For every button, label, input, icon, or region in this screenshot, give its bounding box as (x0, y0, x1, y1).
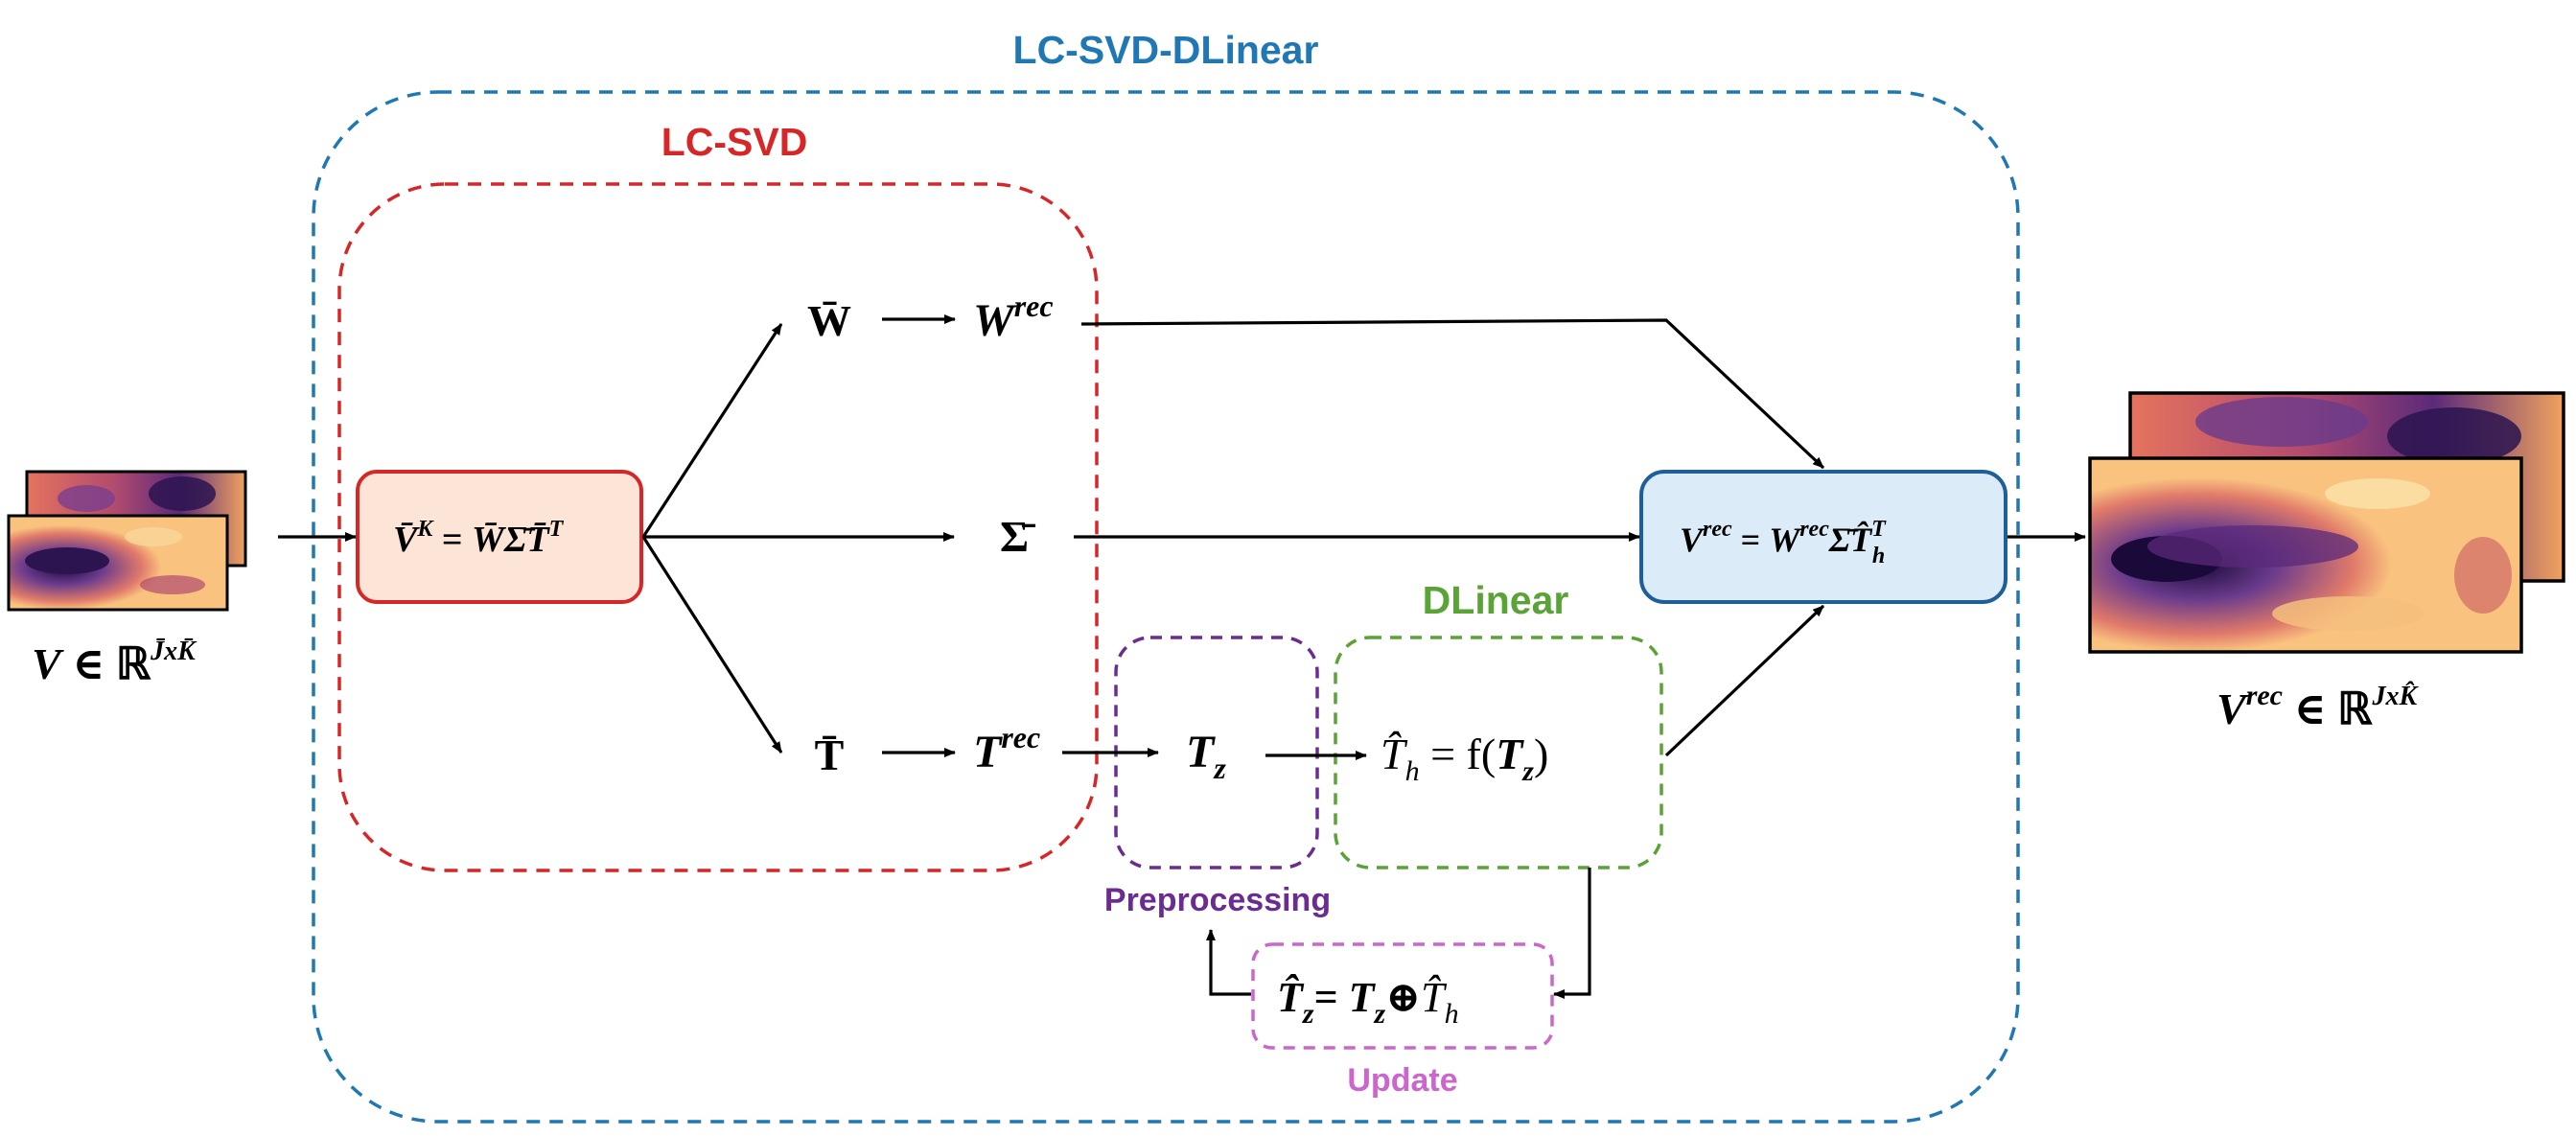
update-boundary (1251, 942, 1554, 1050)
lc-svd-boundary (337, 182, 1099, 872)
connector-arrows (278, 314, 2086, 999)
lc-svd-dlinear-boundary (312, 90, 2020, 1124)
output-set-label: Vrec ∈ ℝJxK̂ (2216, 680, 2419, 733)
w-bar-label: W̄ (807, 296, 851, 345)
preprocessing-label: Preprocessing (1104, 882, 1331, 918)
t-z-label: Tz (1186, 727, 1226, 785)
decomposition-box (356, 470, 643, 604)
dlinear-boundary (1334, 636, 1663, 869)
w-rec-label: Wrec (973, 289, 1054, 346)
update-equation: T̂z= Tz⊕T̂h (1277, 974, 1459, 1030)
sigma-bar-label: Σ̄ (1000, 512, 1036, 561)
dlinear-label: DLinear (1423, 578, 1569, 622)
reconstruction-box (1639, 470, 2007, 604)
update-label: Update (1347, 1062, 1457, 1099)
t-bar-label: T̄ (815, 730, 845, 779)
flow-field-thumbnail-input (7, 470, 247, 612)
lc-svd-label: LC-SVD (661, 120, 808, 164)
decomposition-equation: V̄K = W̄Σ̄T̄T (393, 517, 565, 560)
dlinear-equation: T̂h = f(Tz) (1381, 730, 1548, 787)
lc-svd-dlinear-label: LC-SVD-DLinear (1013, 28, 1319, 72)
input-set-label: V ∈ ℝJ̄xK̄ (32, 637, 197, 688)
t-rec-label: Trec (973, 720, 1040, 777)
flow-field-thumbnail-output (2088, 391, 2565, 654)
